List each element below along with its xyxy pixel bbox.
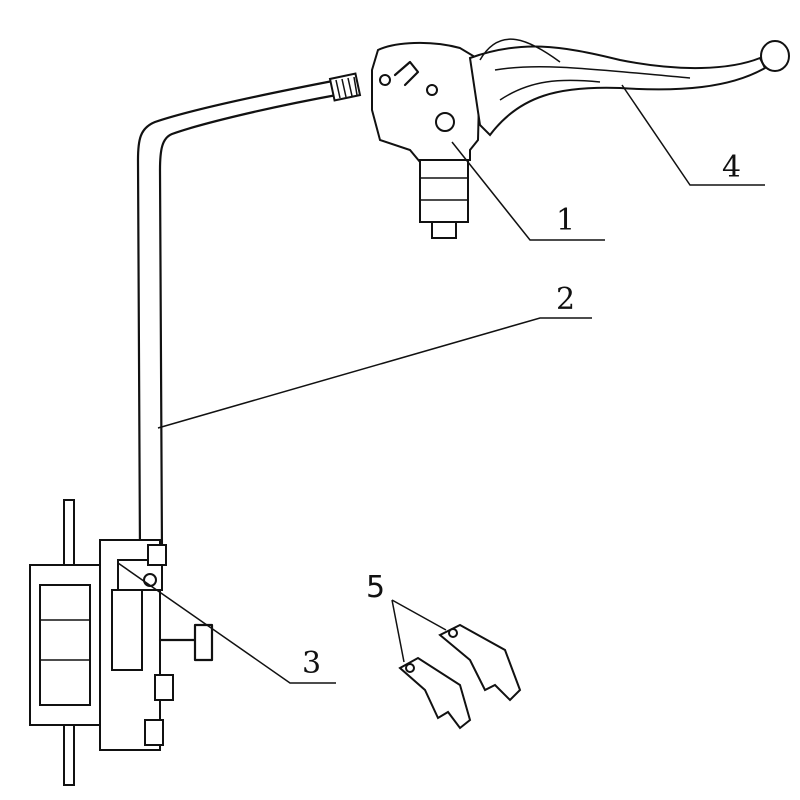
brake-pads <box>398 623 522 730</box>
callout-label-1: 1 <box>556 203 576 238</box>
callout-label-5: 5 <box>366 570 386 605</box>
callout-label-2: 2 <box>556 282 576 317</box>
callout-label-3: 3 <box>302 646 322 681</box>
brake-caliper <box>29 499 214 786</box>
callout-label-4: 4 <box>722 150 742 185</box>
brake-lever <box>468 38 790 137</box>
leader-lines <box>117 84 765 684</box>
master-cylinder <box>371 41 482 239</box>
brake-hose <box>136 72 362 557</box>
